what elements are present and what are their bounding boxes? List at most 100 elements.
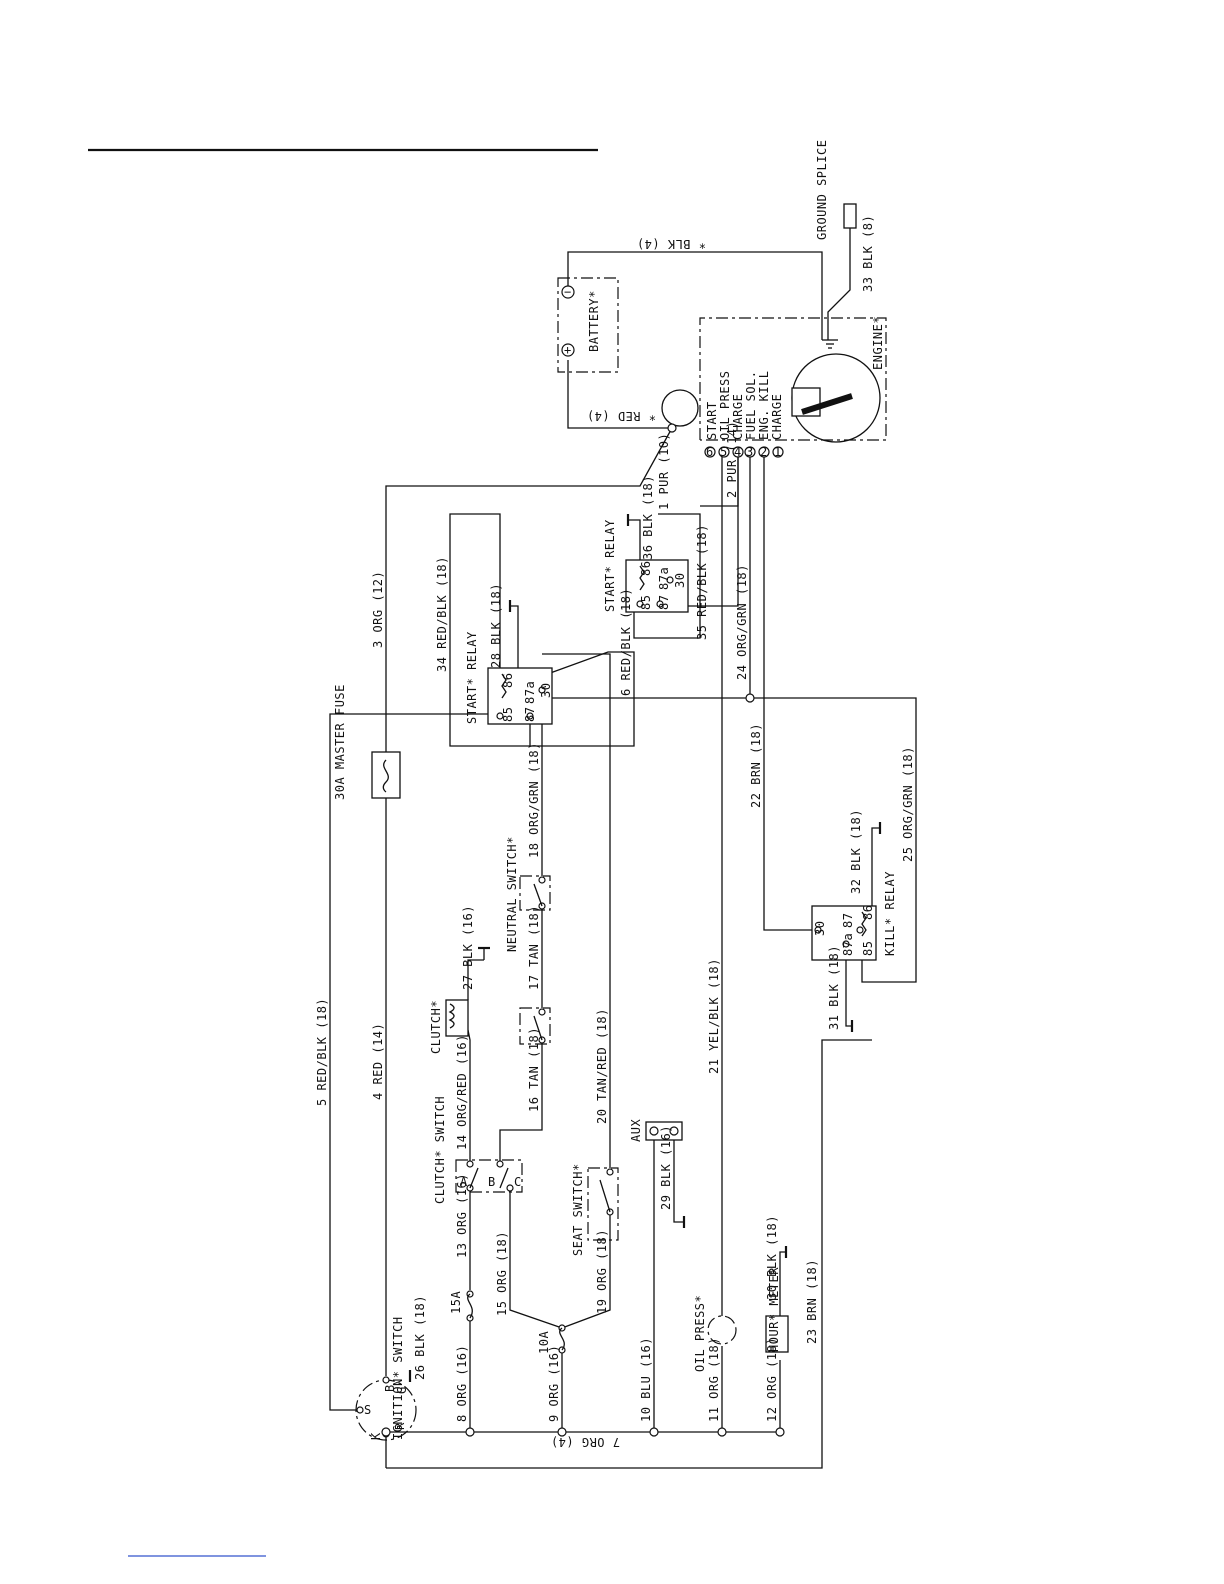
wire-label: 10 BLU (16) <box>639 1337 653 1422</box>
fuse-10a: 10A <box>537 1324 566 1354</box>
seat-switch-label: SEAT SWITCH* <box>571 1163 585 1256</box>
wire-label: 5 RED/BLK (18) <box>315 998 329 1106</box>
start-relay-mid: START* RELAY 85 86 87 87a 30 <box>465 631 553 725</box>
wire-label: 29 BLK (16) <box>659 1125 673 1210</box>
wire-label: 13 ORG (16) <box>455 1173 469 1258</box>
engine: ENGINE* START OIL PRESS CHARGE FUEL SOL.… <box>661 316 887 459</box>
wire-label: 8 ORG (16) <box>455 1345 469 1422</box>
wire-label: 18 ORG/GRN (18) <box>527 742 541 858</box>
wire-label: 11 ORG (18) <box>707 1337 721 1422</box>
wire-label: 3 ORG (12) <box>371 571 385 648</box>
battery-pos-label: + <box>564 343 572 357</box>
wire-label: 22 BRN (18) <box>749 723 763 808</box>
wire-label: 1 PUR (10) <box>657 433 671 510</box>
relay-pin-label: 86 <box>639 561 653 576</box>
engine-terminal-label: ENG. KILL <box>757 370 771 440</box>
wire-label: 16 TAN (18) <box>527 1027 541 1112</box>
battery: − + BATTERY* <box>557 277 619 373</box>
engine-terminal-number: 2 <box>760 445 768 459</box>
engine-terminal-number: 3 <box>746 445 754 459</box>
relay-pin-label: 30 <box>673 573 687 588</box>
wire-label: 33 BLK (8) <box>861 215 875 292</box>
aux-connector: AUX <box>629 1119 683 1142</box>
hour-meter: HOUR* METER <box>765 1267 789 1353</box>
wire-label: 20 TAN/RED (18) <box>595 1008 609 1124</box>
wire-label: 25 ORG/GRN (18) <box>901 746 915 862</box>
ignition-term: R <box>393 1422 407 1430</box>
fuse-10a-label: 10A <box>537 1331 551 1354</box>
relay-pin-label: 87 <box>841 913 855 928</box>
relay-pin-label: 87a <box>841 933 855 956</box>
ignition-term: S <box>364 1403 372 1417</box>
ground-symbols <box>408 514 882 1382</box>
wire-label: 34 RED/BLK (18) <box>435 556 449 672</box>
fuse-15a: 15A <box>449 1290 474 1322</box>
aux-label: AUX <box>629 1119 643 1142</box>
relay-pin-label: 85 <box>861 941 875 956</box>
hour-meter-label: HOUR* METER <box>767 1267 781 1352</box>
relay-pin-label: 87a <box>523 681 537 704</box>
seat-switch: SEAT SWITCH* <box>571 1163 619 1256</box>
engine-terminal-label: START <box>705 401 719 440</box>
wire-label: 2 PUR (14) <box>725 421 739 498</box>
wire-label: 28 BLK (18) <box>489 583 503 668</box>
wire-label: 4 RED (14) <box>371 1023 385 1100</box>
junctions <box>381 693 785 1437</box>
wire-label: 27 BLK (16) <box>461 905 475 990</box>
wire-label: 17 TAN (18) <box>527 905 541 990</box>
oil-press-lamp: OIL PRESS* <box>693 1295 737 1372</box>
clutch-switch-label: CLUTCH* SWITCH <box>433 1096 447 1204</box>
clutch-label: CLUTCH* <box>429 1000 443 1054</box>
engine-terminal-label: CHARGE <box>731 394 745 440</box>
kill-relay: KILL* RELAY 30 87a 87 85 86 <box>811 871 897 961</box>
relay-pin-label: 87a <box>657 567 671 590</box>
engine-terminal-label: OIL PRESS <box>718 370 732 440</box>
wire-label: 30 BLK (18) <box>765 1215 779 1300</box>
start-relay-mid-label: START* RELAY <box>465 631 479 724</box>
start-relay-top: START* RELAY 85 86 87 87a 30 <box>603 519 689 613</box>
wire-label: 31 BLK (18) <box>827 945 841 1030</box>
wires <box>329 228 917 1469</box>
wire-label: 21 YEL/BLK (18) <box>707 958 721 1074</box>
wire-label: 12 ORG (18) <box>765 1337 779 1422</box>
engine-label: ENGINE* <box>871 316 885 370</box>
wire-label: 26 BLK (18) <box>413 1295 427 1380</box>
wire-label: 35 RED/BLK (18) <box>695 524 709 640</box>
relay-pin-label: 30 <box>813 921 827 936</box>
ignition-term: B <box>383 1384 397 1392</box>
wire-labels: * BLK (4) 33 BLK (8) * RED (4) 1 PUR (10… <box>315 215 915 1449</box>
wire-label: 36 BLK (18) <box>641 475 655 560</box>
battery-neg-label: − <box>564 285 572 299</box>
engine-terminals: START OIL PRESS CHARGE FUEL SOL. ENG. KI… <box>704 370 784 459</box>
clutch: CLUTCH* <box>429 999 469 1054</box>
wire-label: 23 BRN (18) <box>805 1259 819 1344</box>
relay-pin-label: 87 <box>523 707 537 722</box>
fuse-15a-label: 15A <box>449 1291 463 1314</box>
wire-label: 14 ORG/RED (16) <box>455 1034 469 1150</box>
engine-terminal-number: 4 <box>734 445 742 459</box>
engine-terminal-number: 1 <box>774 445 782 459</box>
ignition-term: K <box>369 1432 383 1440</box>
wire-label: * BLK (4) <box>636 237 706 251</box>
relay-pin-label: 85 <box>501 707 515 722</box>
clutch-switch: A B C CLUTCH* SWITCH <box>433 1096 523 1204</box>
clutch-switch-term: A <box>460 1175 468 1189</box>
neutral-switch-label: NEUTRAL SWITCH* <box>505 836 519 952</box>
wire-label: * RED (4) <box>586 409 656 423</box>
neutral-switch: NEUTRAL SWITCH* <box>505 836 551 952</box>
wire-label: 6 RED/BLK (18) <box>619 588 633 696</box>
kill-relay-label: KILL* RELAY <box>883 871 897 956</box>
engine-terminal-label: FUEL SOL. <box>744 370 758 440</box>
start-relay-top-label: START* RELAY <box>603 519 617 612</box>
engine-terminal-number: 6 <box>706 445 714 459</box>
wire-label: 15 ORG (18) <box>495 1231 509 1316</box>
clutch-switch-term: B <box>488 1175 496 1189</box>
relay-pin-label: 30 <box>539 683 553 698</box>
wire-label: 32 BLK (18) <box>849 809 863 894</box>
relay-pin-label: 86 <box>861 905 875 920</box>
wire-label: 7 ORG (4) <box>550 1435 620 1449</box>
master-fuse: 30A MASTER FUSE <box>333 684 401 800</box>
relay-pin-label: 87 <box>657 595 671 610</box>
